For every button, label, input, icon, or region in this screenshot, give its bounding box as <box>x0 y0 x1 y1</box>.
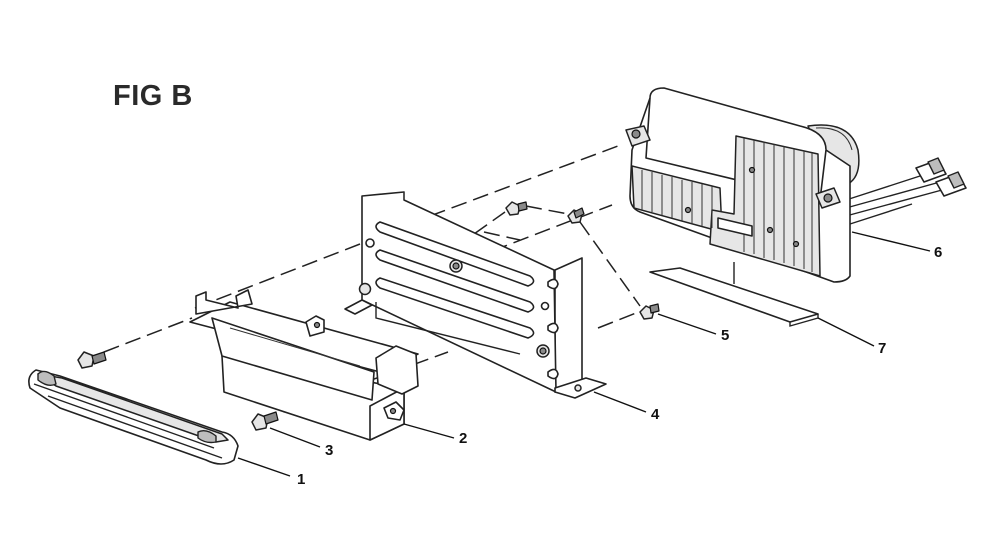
mounting-bracket <box>344 191 607 399</box>
callout-7: 7 <box>878 340 886 357</box>
bracket-screw-lower <box>639 303 660 320</box>
callout-1: 1 <box>297 471 305 488</box>
callout-6: 6 <box>934 244 942 261</box>
callout-2: 2 <box>459 430 467 447</box>
leader-lines <box>237 231 931 477</box>
callout-3: 3 <box>325 442 333 459</box>
bracket-screw-top-left <box>505 201 528 216</box>
handle <box>28 369 239 465</box>
assembly-lines <box>103 145 637 421</box>
bezel-screw-lower <box>251 411 279 431</box>
callout-5: 5 <box>721 327 729 344</box>
charger <box>625 87 967 284</box>
callout-4: 4 <box>651 406 660 423</box>
bracket-screw-top-right <box>567 207 585 224</box>
figure-title: FIG B <box>113 80 193 112</box>
bezel-screw-upper <box>77 351 107 369</box>
callout-labels: 1 2 3 4 5 6 7 <box>297 244 942 488</box>
pad <box>649 267 819 327</box>
bezel <box>189 289 419 441</box>
